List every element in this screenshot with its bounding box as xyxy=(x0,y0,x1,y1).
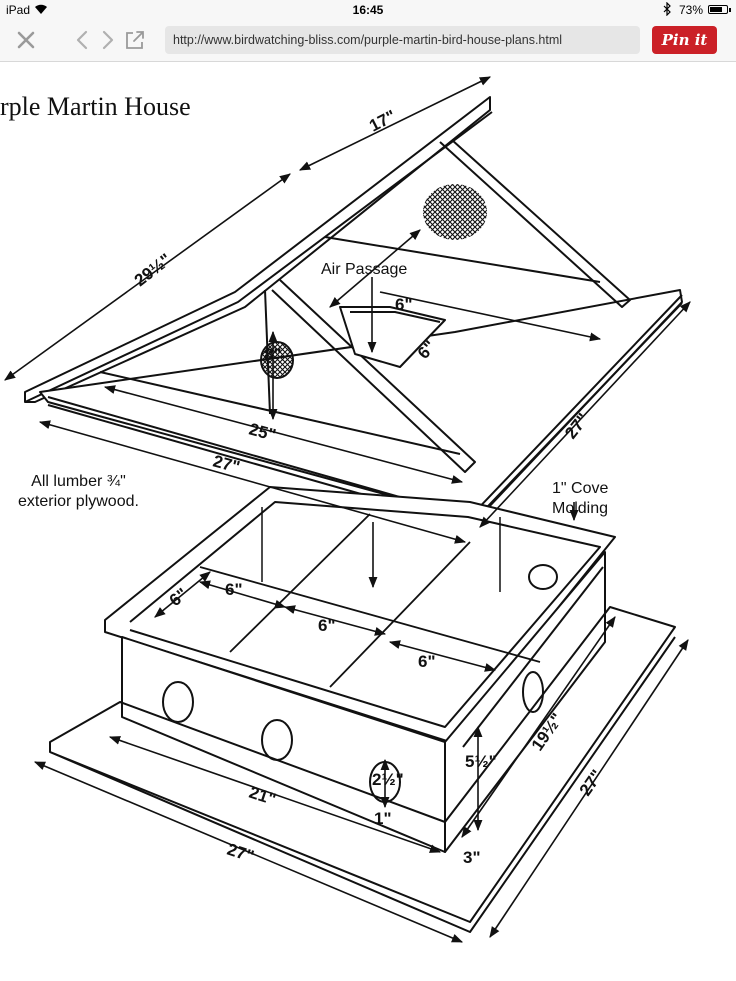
pin-it-button[interactable]: Pin it xyxy=(652,26,717,54)
dim-line-27-base xyxy=(33,761,464,943)
entry-hole-1 xyxy=(162,681,194,723)
box-divider-2 xyxy=(329,541,471,688)
dim-label-comp-3: 6" xyxy=(318,616,336,635)
bluetooth-icon xyxy=(663,2,671,16)
back-icon[interactable] xyxy=(72,29,94,51)
dim-line-comp-2 xyxy=(198,580,287,609)
dim-label-3: 3" xyxy=(463,848,481,867)
clock: 16:45 xyxy=(352,3,384,17)
air-arrow-2 xyxy=(379,291,602,342)
entry-hole-5 xyxy=(528,564,558,590)
dim-line-27-roof-side xyxy=(479,301,691,528)
battery-percent: 73% xyxy=(679,3,704,17)
url-bar[interactable]: http://www.birdwatching-bliss.com/purple… xyxy=(165,26,640,54)
plan-title: rple Martin House xyxy=(0,92,191,121)
dim-label-comp-4: 6" xyxy=(418,652,436,671)
dim-label-27-base: 27" xyxy=(225,840,257,866)
dim-line-comp-1 xyxy=(154,571,211,618)
dim-line-17 xyxy=(298,76,492,171)
dim-line-29 xyxy=(4,173,291,381)
dim-label-vent: 8" xyxy=(264,345,282,364)
cove-molding-note: 1" Cove Molding xyxy=(552,480,609,517)
lumber-note: All lumber ¾" exterior plywood. xyxy=(18,473,139,510)
entry-hole-2 xyxy=(261,719,293,761)
battery-icon xyxy=(708,5,728,14)
forward-icon[interactable] xyxy=(96,29,118,51)
plan-diagram: rple Martin House xyxy=(0,62,736,981)
roof-front-rafter xyxy=(271,279,476,473)
browser-toolbar: http://www.birdwatching-bliss.com/purple… xyxy=(0,20,736,62)
status-bar: iPad 16:45 73% xyxy=(0,0,736,20)
roof-vent-screen xyxy=(423,184,487,240)
dim-line-19 xyxy=(461,616,616,838)
plan-drawing: 17" 29½" 25" 27" 27" 8" 6" 6" 6" 6" 6" 6… xyxy=(4,76,691,943)
air-passage-note: Air Passage xyxy=(321,261,408,278)
battery-nub xyxy=(729,8,731,12)
dim-line-comp-3 xyxy=(283,605,387,636)
wifi-icon xyxy=(35,4,47,14)
dim-label-27-base-side: 27" xyxy=(576,766,607,799)
dim-label-17: 17" xyxy=(366,106,399,135)
dim-label-27-roof: 27" xyxy=(211,452,242,477)
dim-label-hole: 2½" xyxy=(372,770,404,789)
dim-label-21: 21" xyxy=(247,783,279,809)
share-icon[interactable] xyxy=(124,29,146,51)
dim-label-5: 5½" xyxy=(465,752,497,771)
battery-level xyxy=(710,7,722,12)
dim-label-hole-offset: 1" xyxy=(374,809,392,828)
dim-label-comp-2: 6" xyxy=(225,580,243,599)
dim-label-29: 29½" xyxy=(131,250,175,290)
dim-label-air-w: 6" xyxy=(395,295,413,314)
dim-line-comp-4 xyxy=(388,640,497,672)
air-arrow-1 xyxy=(329,229,421,308)
dim-line-27-roof xyxy=(38,420,467,544)
device-label: iPad xyxy=(6,3,31,17)
close-icon[interactable] xyxy=(15,29,37,51)
